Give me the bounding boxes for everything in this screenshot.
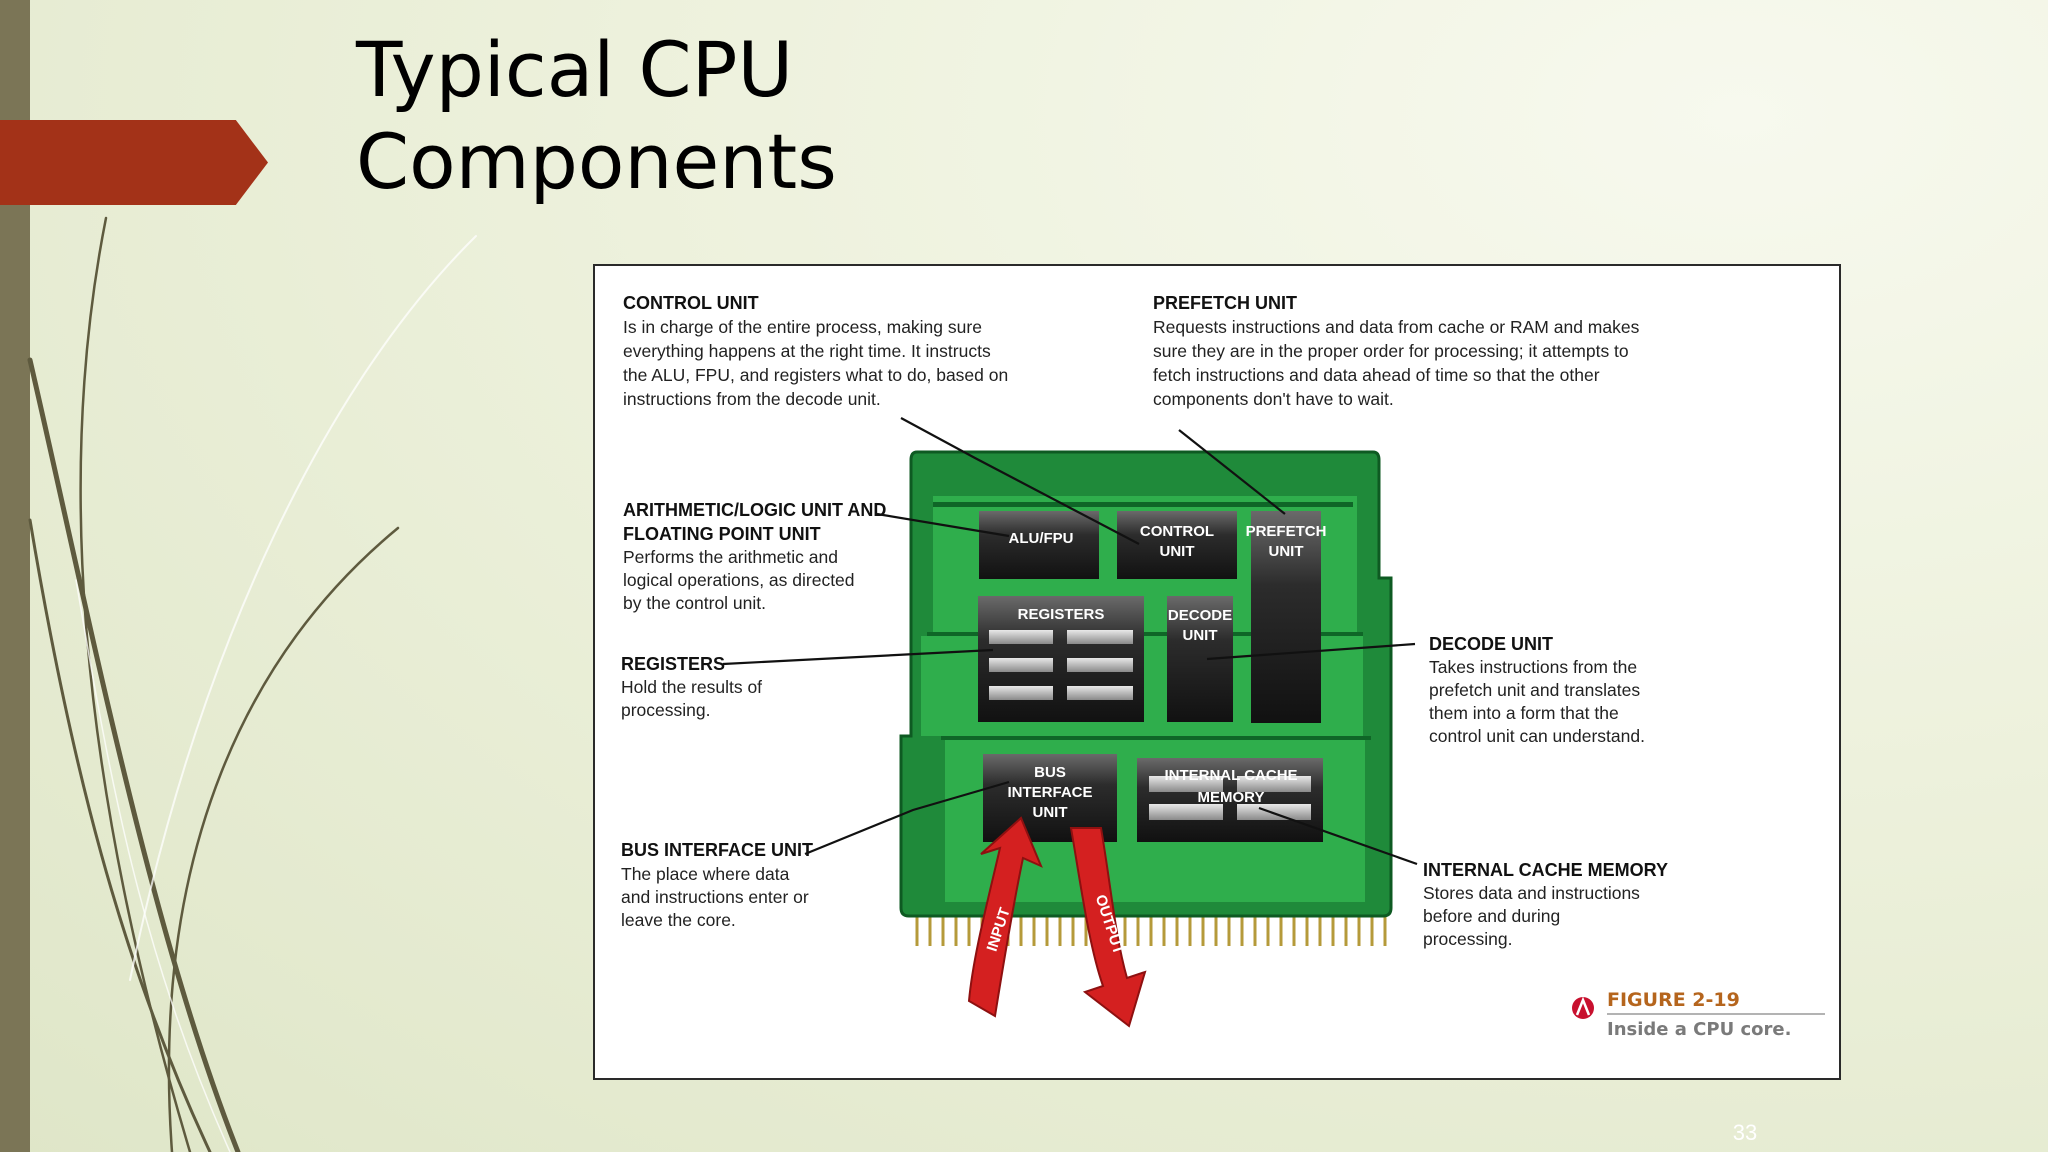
control-unit-block: CONTROL UNIT	[1117, 511, 1237, 579]
figure-number: FIGURE 2-19	[1607, 989, 1740, 1011]
svg-text:The place where data: The place where data	[621, 864, 790, 884]
svg-text:Hold the results of: Hold the results of	[621, 677, 762, 697]
svg-text:INTERNAL CACHE MEMORY: INTERNAL CACHE MEMORY	[1423, 860, 1668, 880]
svg-text:CONTROL: CONTROL	[1140, 523, 1214, 540]
svg-text:REGISTERS: REGISTERS	[1018, 606, 1105, 623]
svg-text:Stores data and instructions: Stores data and instructions	[1423, 883, 1640, 903]
svg-text:UNIT: UNIT	[1033, 804, 1068, 821]
internal-cache-memory-block: INTERNAL CACHE MEMORY	[1137, 758, 1323, 842]
svg-text:CONTROL UNIT: CONTROL UNIT	[623, 293, 759, 313]
callout-prefetch-unit: PREFETCH UNIT Requests instructions and …	[1153, 293, 1640, 409]
figure-caption-text: Inside a CPU core.	[1607, 1019, 1791, 1040]
figure-caption: FIGURE 2-19 Inside a CPU core.	[1572, 989, 1825, 1040]
svg-text:processing.: processing.	[1423, 929, 1513, 949]
svg-text:INTERFACE: INTERFACE	[1007, 784, 1092, 801]
cpu-core-figure: ALU/FPU CONTROL UNIT PREFETCH UNIT REGIS…	[593, 264, 1841, 1080]
slide-page-number: 33	[1732, 1120, 1758, 1145]
svg-text:fetch instructions and data ah: fetch instructions and data ahead of tim…	[1153, 365, 1600, 385]
svg-text:UNIT: UNIT	[1183, 627, 1218, 644]
title-line-1: Typical CPU	[356, 25, 794, 114]
callout-internal-cache-memory: INTERNAL CACHE MEMORY Stores data and in…	[1423, 860, 1668, 949]
svg-text:processing.: processing.	[621, 700, 711, 720]
svg-text:UNIT: UNIT	[1269, 543, 1304, 560]
svg-text:DECODE UNIT: DECODE UNIT	[1429, 634, 1553, 654]
callout-decode-unit: DECODE UNIT Takes instructions from the …	[1429, 634, 1645, 746]
svg-text:Requests instructions and data: Requests instructions and data from cach…	[1153, 317, 1640, 337]
svg-text:leave the core.: leave the core.	[621, 910, 736, 930]
svg-text:the ALU, FPU, and registers wh: the ALU, FPU, and registers what to do, …	[623, 365, 1008, 385]
callout-leader-lines	[722, 417, 1418, 866]
svg-text:ALU/FPU: ALU/FPU	[1009, 530, 1074, 547]
title-accent-arrow	[0, 120, 268, 205]
decode-unit-block: DECODE UNIT	[1167, 596, 1233, 722]
svg-text:DECODE: DECODE	[1168, 607, 1232, 624]
bus-interface-unit-block: BUS INTERFACE UNIT	[983, 754, 1117, 842]
svg-text:control unit can understand.: control unit can understand.	[1429, 726, 1645, 746]
svg-text:BUS INTERFACE UNIT: BUS INTERFACE UNIT	[621, 840, 813, 860]
svg-text:UNIT: UNIT	[1160, 543, 1195, 560]
svg-text:PREFETCH UNIT: PREFETCH UNIT	[1153, 293, 1297, 313]
callout-control-unit: CONTROL UNIT Is in charge of the entire …	[623, 293, 1008, 409]
prefetch-unit-block: PREFETCH UNIT	[1246, 511, 1327, 723]
callout-bus-interface-unit: BUS INTERFACE UNIT The place where data …	[621, 840, 813, 930]
svg-text:Takes instructions from the: Takes instructions from the	[1429, 657, 1637, 677]
svg-text:everything happens at the righ: everything happens at the right time. It…	[623, 341, 991, 361]
svg-text:PREFETCH: PREFETCH	[1246, 523, 1327, 540]
callout-alu-fpu: ARITHMETIC/LOGIC UNIT AND FLOATING POINT…	[623, 500, 886, 613]
svg-text:INTERNAL CACHE: INTERNAL CACHE	[1164, 767, 1297, 784]
svg-text:MEMORY: MEMORY	[1198, 789, 1265, 806]
svg-text:instructions from the decode u: instructions from the decode unit.	[623, 389, 881, 409]
title-line-2: Components	[356, 117, 837, 206]
svg-text:FLOATING POINT UNIT: FLOATING POINT UNIT	[623, 524, 821, 544]
registers-block: REGISTERS	[978, 596, 1144, 722]
cpu-diagram: ALU/FPU CONTROL UNIT PREFETCH UNIT REGIS…	[621, 293, 1825, 1040]
svg-text:BUS: BUS	[1034, 764, 1066, 781]
svg-text:REGISTERS: REGISTERS	[621, 654, 725, 674]
svg-text:Is in charge of the entire pro: Is in charge of the entire process, maki…	[623, 317, 982, 337]
svg-text:Performs the arithmetic and: Performs the arithmetic and	[623, 547, 838, 567]
decorative-grass-swirls	[27, 216, 477, 1152]
svg-text:ARITHMETIC/LOGIC UNIT AND: ARITHMETIC/LOGIC UNIT AND	[623, 500, 886, 520]
svg-text:prefetch unit and translates: prefetch unit and translates	[1429, 680, 1640, 700]
alu-fpu-block: ALU/FPU	[979, 511, 1099, 579]
svg-text:by the control unit.: by the control unit.	[623, 593, 766, 613]
svg-text:sure they are in the proper or: sure they are in the proper order for pr…	[1153, 341, 1629, 361]
publisher-logo-mark	[1575, 996, 1591, 1016]
svg-text:them into a form that the: them into a form that the	[1429, 703, 1619, 723]
svg-text:before and during: before and during	[1423, 906, 1560, 926]
svg-text:logical operations, as directe: logical operations, as directed	[623, 570, 855, 590]
slide-title: Typical CPU Components	[356, 24, 1256, 208]
svg-text:and instructions enter or: and instructions enter or	[621, 887, 809, 907]
svg-text:components don't have to wait.: components don't have to wait.	[1153, 389, 1394, 409]
callout-registers: REGISTERS Hold the results of processing…	[621, 654, 762, 720]
